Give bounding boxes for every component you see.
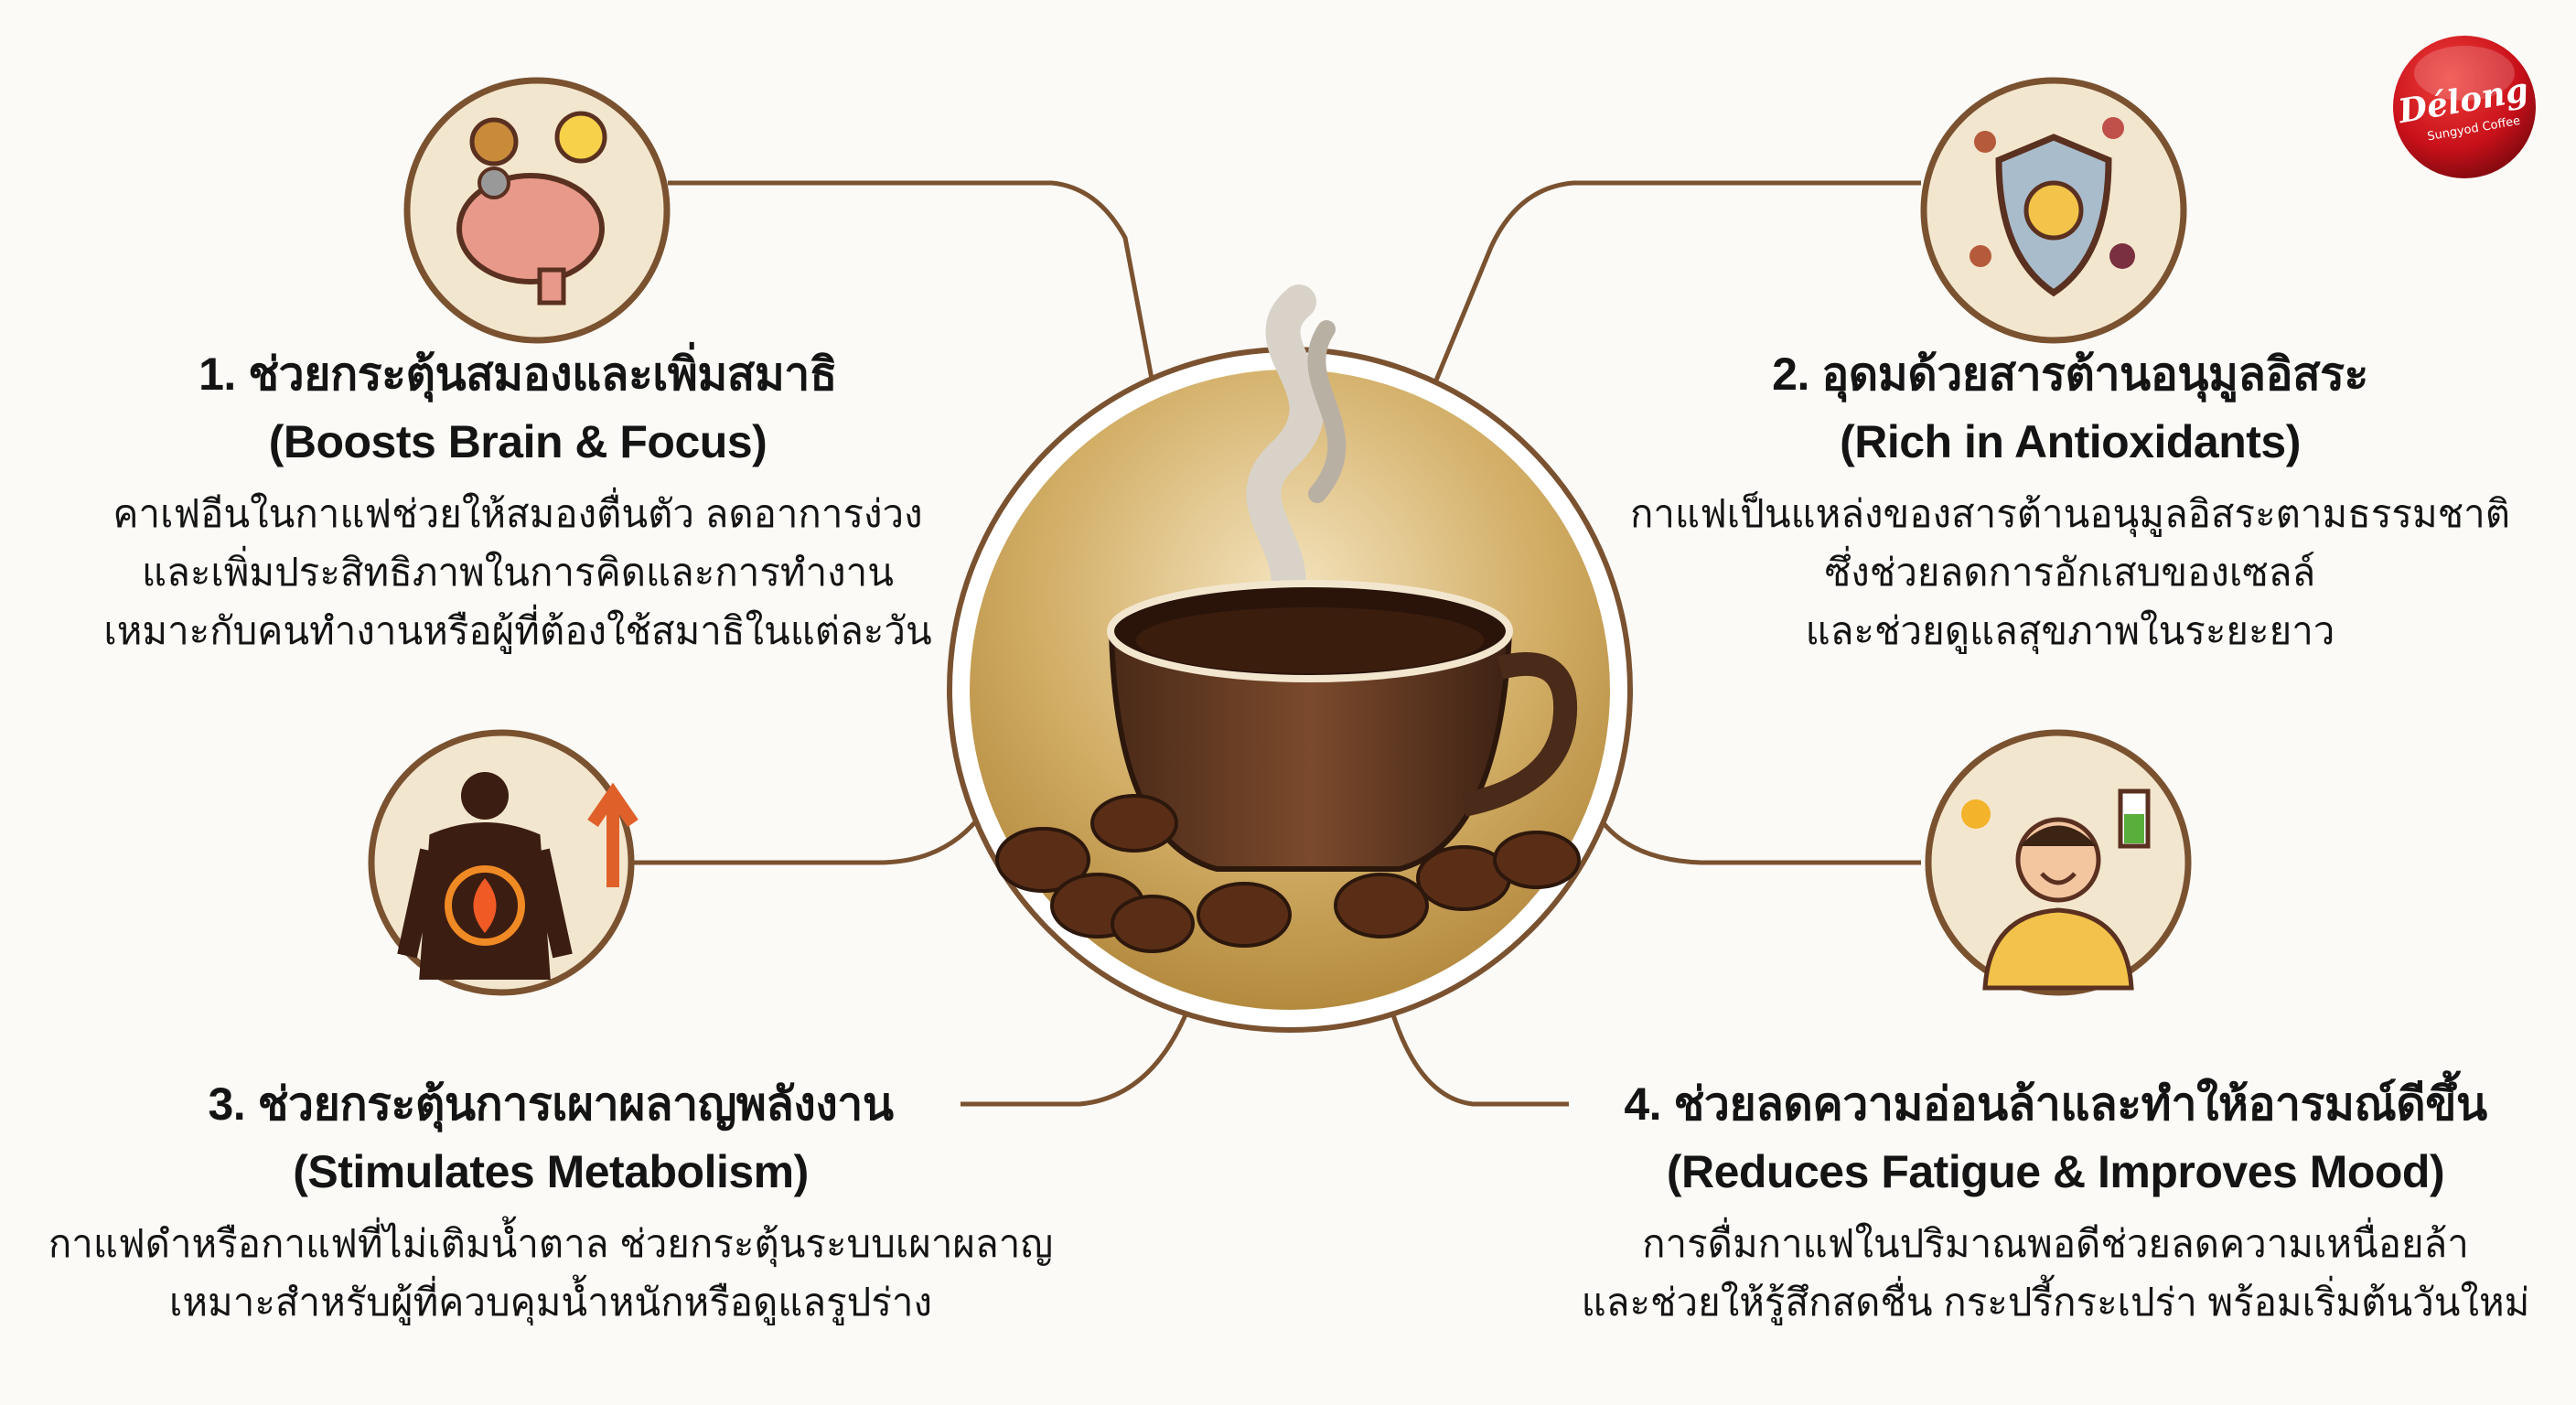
benefit-2-line: ซึ่งช่วยลดการอักเสบของเซลล์ (1824, 551, 2316, 594)
cup-icon (1108, 628, 1513, 872)
brain-lightbulb-gear-icon (403, 77, 671, 344)
benefit-1: 1. ช่วยกระตุ้นสมองและเพิ่มสมาธิ (Boosts … (103, 340, 931, 660)
brand-logo: Délong Sungyod Coffee (2393, 36, 2536, 178)
benefit-2: 2. อุดมด้วยสารต้านอนุมูลอิสระ (Rich in A… (1630, 340, 2510, 660)
benefit-2-title-en: (Rich in Antioxidants) (1840, 416, 2301, 467)
benefit-4-line: การดื่มกาแฟในปริมาณพอดีช่วยลดความเหนื่อย… (1642, 1222, 2469, 1265)
connector-2 (1424, 180, 1921, 403)
benefit-3: 3. ช่วยกระตุ้นการเผาผลาญพลังงาน (Stimula… (48, 1070, 1053, 1332)
body-flame-arrow-icon (368, 729, 639, 996)
benefit-2-title-th: 2. อุดมด้วยสารต้านอนุมูลอิสระ (1772, 349, 2368, 400)
benefit-4-title-en: (Reduces Fatigue & Improves Mood) (1666, 1146, 2445, 1197)
benefit-1-line: เหมาะกับคนทำงานหรือผู้ที่ต้องใช้สมาธิในแ… (103, 609, 932, 652)
connector-6 (1388, 1005, 1569, 1107)
benefit-1-title-th: 1. ช่วยกระตุ้นสมองและเพิ่มสมาธิ (199, 349, 837, 400)
benefit-1-title-en: (Boosts Brain & Focus) (268, 416, 767, 467)
benefit-3-title-en: (Stimulates Metabolism) (293, 1146, 809, 1197)
benefit-3-line: เหมาะสำหรับผู้ที่ควบคุมน้ำหนักหรือดูแลรู… (169, 1281, 932, 1324)
benefit-2-line: และช่วยดูแลสุขภาพในระยะยาว (1805, 609, 2335, 652)
benefit-2-line: กาแฟเป็นแหล่งของสารต้านอนุมูลอิสระตามธรร… (1629, 492, 2511, 535)
connector-5 (961, 1005, 1192, 1107)
benefit-1-line: คาเฟอีนในกาแฟช่วยให้สมองตื่นตัว ลดอาการง… (113, 492, 923, 535)
benefit-4-title-th: 4. ช่วยลดความอ่อนล้าและทำให้อารมณ์ดีขึ้น (1624, 1078, 2487, 1130)
benefit-4: 4. ช่วยลดความอ่อนล้าและทำให้อารมณ์ดีขึ้น… (1582, 1070, 2530, 1332)
steam-icon (1246, 284, 1325, 639)
coffee-beans-icon (995, 794, 1581, 953)
benefit-3-line: กาแฟดำหรือกาแฟที่ไม่เติมน้ำตาล ช่วยกระตุ… (48, 1222, 1054, 1265)
benefit-4-line: และช่วยให้รู้สึกสดชื่น กระปรี้กระเปร่า พ… (1581, 1281, 2530, 1324)
connector-lines (631, 180, 1921, 1107)
connector-1 (668, 180, 1157, 394)
benefit-1-line: และเพิ่มประสิทธิภาพในการคิดและการทำงาน (142, 551, 894, 594)
happy-person-battery-icon (1925, 729, 2192, 996)
connector-4 (1571, 776, 1921, 865)
benefit-3-title-th: 3. ช่วยกระตุ้นการเผาผลาญพลังงาน (208, 1078, 895, 1130)
center-coffee-illustration (947, 284, 1633, 1033)
shield-molecule-icon (1920, 77, 2187, 344)
